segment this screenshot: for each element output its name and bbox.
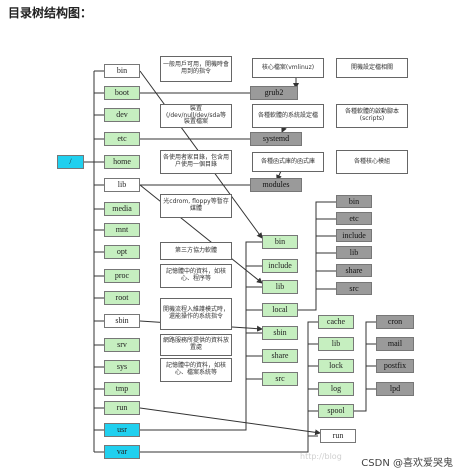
note-boot: 核心檔案(vmlinuz) [252, 58, 324, 78]
local-include[interactable]: include [336, 229, 372, 242]
note-sbin: 開機流程入維護模式時，還能操作的系統指令 [160, 298, 232, 330]
usr-local[interactable]: local [262, 303, 298, 317]
note-etc: 各種軟體的系統設定檔 [252, 104, 324, 128]
dir-boot[interactable]: boot [104, 86, 140, 100]
dir-modules[interactable]: modules [250, 178, 302, 192]
dir-dev[interactable]: dev [104, 108, 140, 122]
spool-postfix[interactable]: postfix [376, 359, 414, 373]
spool-lpd[interactable]: lpd [376, 382, 414, 396]
var-lib[interactable]: lib [318, 337, 354, 351]
page-title: 目录树结构图： [8, 6, 93, 20]
dir-etc[interactable]: etc [104, 132, 140, 146]
dir-systemd[interactable]: systemd [250, 132, 302, 146]
note-srv: 網路服務所提供的資料放置處 [160, 334, 232, 356]
dir-run[interactable]: run [104, 401, 140, 415]
dir-proc[interactable]: proc [104, 269, 140, 283]
note-grub: 開機設定檔相關 [336, 58, 408, 78]
var-log[interactable]: log [318, 382, 354, 396]
local-lib[interactable]: lib [336, 246, 372, 259]
spool-cron[interactable]: cron [376, 315, 414, 329]
dir-bin[interactable]: bin [104, 64, 140, 78]
dir-lib[interactable]: lib [104, 178, 140, 192]
dir-srv[interactable]: srv [104, 338, 140, 352]
root-node[interactable]: / [57, 155, 84, 169]
local-share[interactable]: share [336, 264, 372, 277]
usr-sbin[interactable]: sbin [262, 326, 298, 340]
note-bin: 一般用戶可用，開機時會用到的指令 [160, 56, 232, 82]
dir-sbin[interactable]: sbin [104, 314, 140, 328]
watermark: CSDN @喜欢爱哭鬼 [361, 458, 453, 469]
note-opt: 第三方協力軟體 [160, 242, 232, 260]
var-run[interactable]: run [320, 429, 356, 443]
local-bin[interactable]: bin [336, 195, 372, 208]
var-cache[interactable]: cache [318, 315, 354, 329]
dir-sys[interactable]: sys [104, 360, 140, 374]
note-dev: 裝置(/dev/null/dev/sda等裝置檔案 [160, 104, 232, 128]
local-src[interactable]: src [336, 282, 372, 295]
note-proc: 記憶體中的資料，如核心、程序等 [160, 264, 232, 288]
dir-opt[interactable]: opt [104, 245, 140, 259]
dir-media[interactable]: media [104, 202, 140, 216]
faint-url-text: http://blog [300, 452, 342, 461]
var-spool[interactable]: spool [318, 404, 354, 418]
usr-share[interactable]: share [262, 349, 298, 363]
note-modules: 各種核心模組 [336, 150, 408, 174]
dir-home[interactable]: home [104, 155, 140, 169]
usr-lib[interactable]: lib [262, 280, 298, 294]
usr-bin[interactable]: bin [262, 235, 298, 249]
note-etc-scripts: 各種軟體的啟動腳本(scripts) [336, 104, 408, 128]
spool-mail[interactable]: mail [376, 337, 414, 351]
usr-src[interactable]: src [262, 372, 298, 386]
note-media: 光cdrom, floppy等暫存媒體 [160, 194, 232, 218]
dir-tmp[interactable]: tmp [104, 382, 140, 396]
local-etc[interactable]: etc [336, 212, 372, 225]
var-lock[interactable]: lock [318, 359, 354, 373]
dir-usr[interactable]: usr [104, 423, 140, 437]
dir-grub2[interactable]: grub2 [250, 86, 298, 100]
note-home: 各使用者家目錄，包含用户使用一個目錄 [160, 150, 232, 174]
usr-include[interactable]: include [262, 259, 298, 273]
note-sys: 記憶體中的資料，如核心、檔案系統等 [160, 358, 232, 382]
dir-mnt[interactable]: mnt [104, 223, 140, 237]
note-lib: 各種函式庫的函式庫 [252, 152, 324, 172]
dir-root[interactable]: root [104, 291, 140, 305]
dir-var[interactable]: var [104, 445, 140, 459]
